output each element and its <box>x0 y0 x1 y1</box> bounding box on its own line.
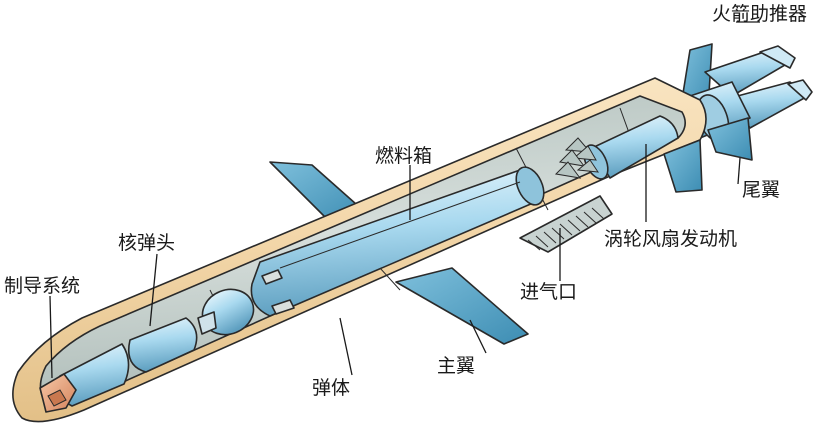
label-air-inlet: 进气口 <box>520 281 577 303</box>
main-wing <box>395 267 529 345</box>
leader-lines <box>49 21 760 379</box>
label-fuel-tank: 燃料箱 <box>375 145 432 167</box>
label-rocket-booster: 火箭助推器 <box>712 3 807 25</box>
guidance-system <box>39 343 130 413</box>
tail-fin-lower <box>663 117 753 193</box>
nuclear-warhead <box>127 269 295 373</box>
label-guidance-system: 制导系统 <box>4 275 80 297</box>
label-main-wing: 主翼 <box>437 355 475 377</box>
label-missile-body: 弹体 <box>312 377 350 399</box>
air-inlet <box>519 195 613 253</box>
label-nuclear-warhead: 核弹头 <box>118 232 175 254</box>
fuel-tank <box>250 166 545 317</box>
rocket-booster <box>677 45 813 142</box>
turbofan-engine <box>554 115 679 180</box>
label-turbofan-engine: 涡轮风扇发动机 <box>604 228 737 250</box>
label-tail-fins: 尾翼 <box>742 179 780 201</box>
